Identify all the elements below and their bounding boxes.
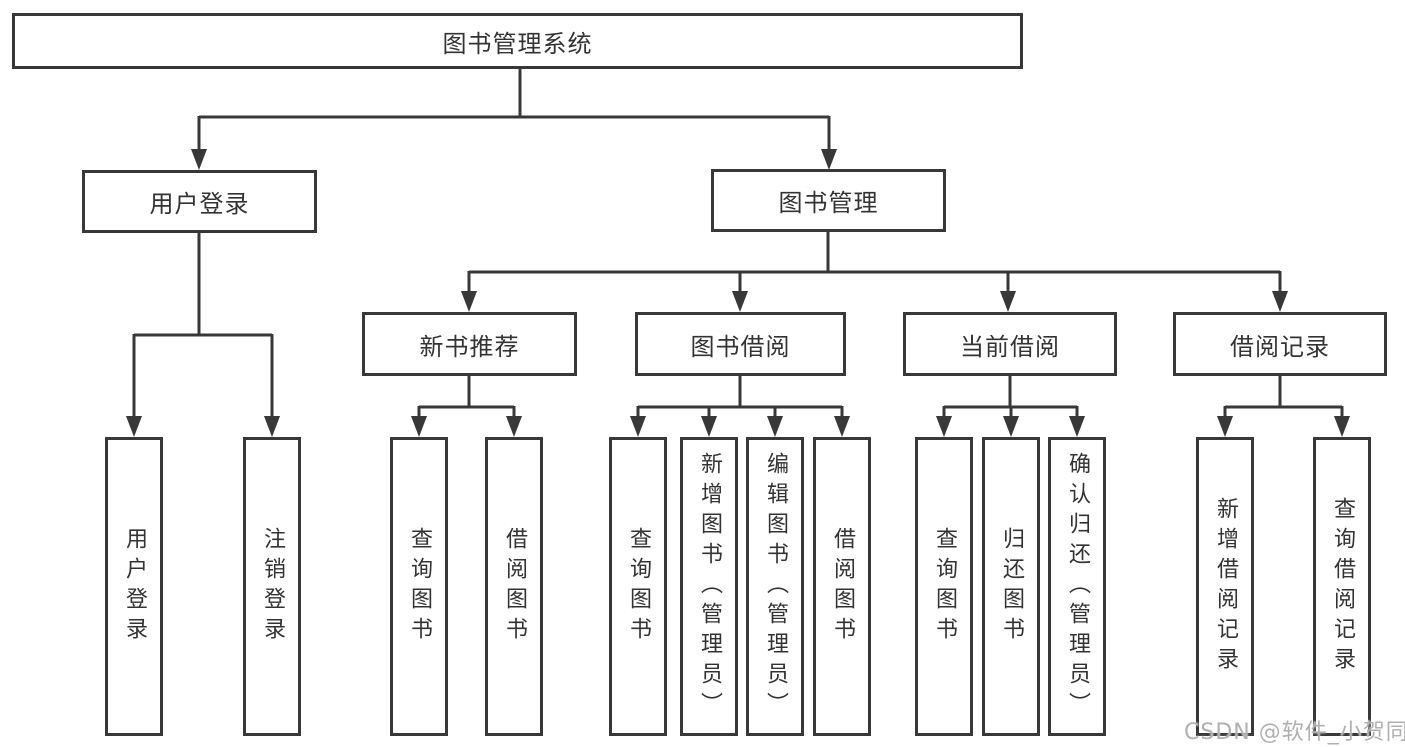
- watermark: CSDN @软件_小贺同学: [1184, 720, 1405, 745]
- leaf-borrow-books-rec: 借阅图书: [485, 437, 543, 736]
- leaf-query-books-current: 查询图书: [915, 437, 973, 736]
- leaf-edit-books-admin: 编辑图书（管理员）: [746, 437, 804, 736]
- connector-root-to-level2: [191, 69, 837, 170]
- leaf-confirm-return-admin: 确认归还（管理员）: [1048, 437, 1106, 736]
- connector-borrow-record-branch: [1217, 376, 1350, 437]
- leaf-add-books-admin: 新增图书（管理员）: [680, 437, 738, 736]
- leaf-user-login: 用户登录: [105, 437, 163, 736]
- connector-current-borrow-branch: [936, 376, 1085, 437]
- node-root-system: 图书管理系统: [12, 13, 1023, 69]
- leaf-return-books: 归还图书: [982, 437, 1040, 736]
- connector-new-rec-branch: [411, 376, 522, 437]
- node-borrow-record: 借阅记录: [1173, 312, 1387, 376]
- leaf-query-books-rec: 查询图书: [390, 437, 448, 736]
- connector-book-mgmt-branch: [461, 232, 1288, 312]
- connector-user-login-branch: [126, 233, 280, 437]
- node-new-book-recommend: 新书推荐: [362, 312, 577, 376]
- leaf-borrow-books-borrow: 借阅图书: [813, 437, 871, 736]
- leaf-query-books-borrow: 查询图书: [609, 437, 667, 736]
- connector-book-borrow-branch: [630, 376, 850, 437]
- leaf-logout: 注销登录: [243, 437, 301, 736]
- node-current-borrow: 当前借阅: [903, 312, 1117, 376]
- leaf-query-borrow-record: 查询借阅记录: [1313, 437, 1371, 736]
- node-user-login: 用户登录: [82, 170, 317, 233]
- node-book-management: 图书管理: [711, 169, 946, 232]
- node-book-borrow: 图书借阅: [635, 312, 846, 376]
- leaf-add-borrow-record: 新增借阅记录: [1196, 437, 1254, 736]
